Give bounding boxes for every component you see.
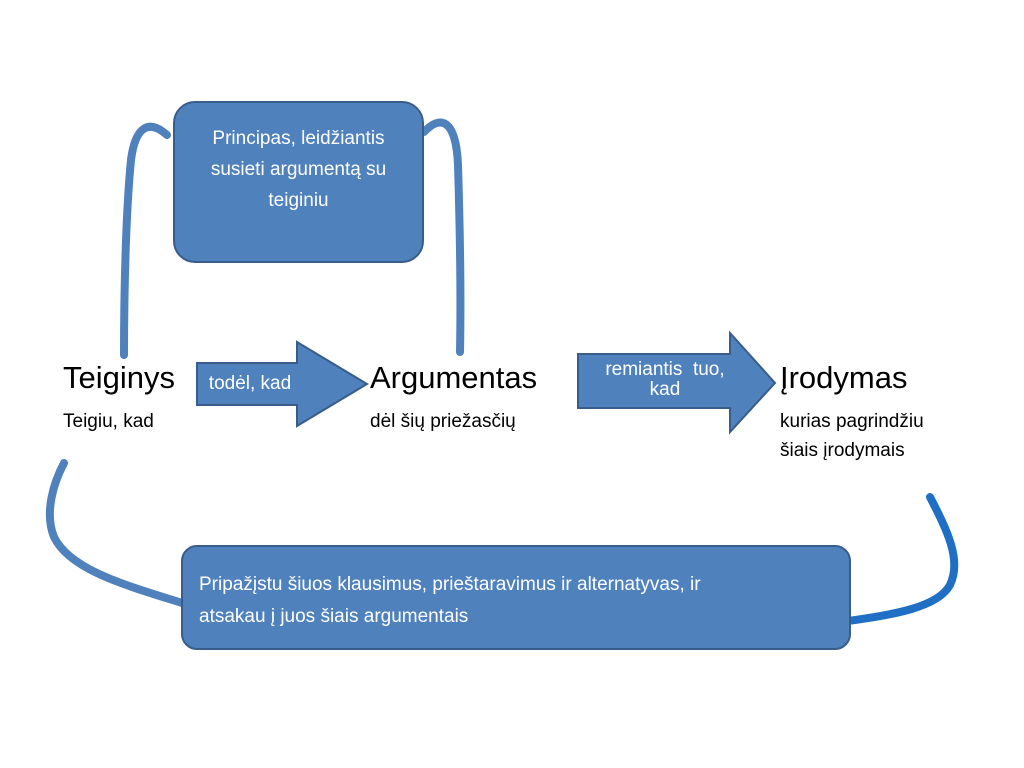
arrow-remiantis-tuo-kad <box>577 330 777 435</box>
arrow-label-remiantis-line-2: kad <box>649 379 681 400</box>
arrow-todel-kad <box>196 340 369 428</box>
rebuttal-line-1: Pripažįstu šiuos klausimus, prieštaravim… <box>199 574 701 595</box>
connector-principle-to-argumentas <box>420 118 465 356</box>
arrow-label-remiantis-line-1: remiantis tuo, <box>605 359 725 380</box>
node-subtitle-irodymas: kurias pagrindžiu šiais įrodymais <box>780 410 924 463</box>
rebuttal-box: Pripažįstu šiuos klausimus, prieštaravim… <box>181 545 851 650</box>
node-subtitle-irodymas-line-2: šiais įrodymais <box>780 440 905 461</box>
rebuttal-line-2: atsakau į juos šiais argumentais <box>199 606 469 627</box>
connector-irodymas-to-rebuttal <box>836 493 959 626</box>
node-subtitle-argumentas: dėl šių priežasčių <box>370 411 516 432</box>
connector-principle-to-teiginys <box>120 122 171 359</box>
node-title-argumentas: Argumentas <box>370 360 538 395</box>
node-subtitle-teiginys: Teigiu, kad <box>63 411 154 432</box>
node-title-teiginys: Teiginys <box>63 360 175 395</box>
principle-box: Principas, leidžiantis susieti argumentą… <box>173 101 424 263</box>
node-subtitle-irodymas-line-1: kurias pagrindžiu <box>780 411 924 432</box>
connector-teiginys-to-rebuttal <box>45 459 186 607</box>
node-title-irodymas: Įrodymas <box>780 360 908 395</box>
principle-text: Principas, leidžiantis susieti argumentą… <box>210 128 387 211</box>
arrow-label-remiantis-tuo: remiantis tuo, kad <box>584 360 746 400</box>
arrow-label-todel-kad: todėl, kad <box>208 373 292 394</box>
